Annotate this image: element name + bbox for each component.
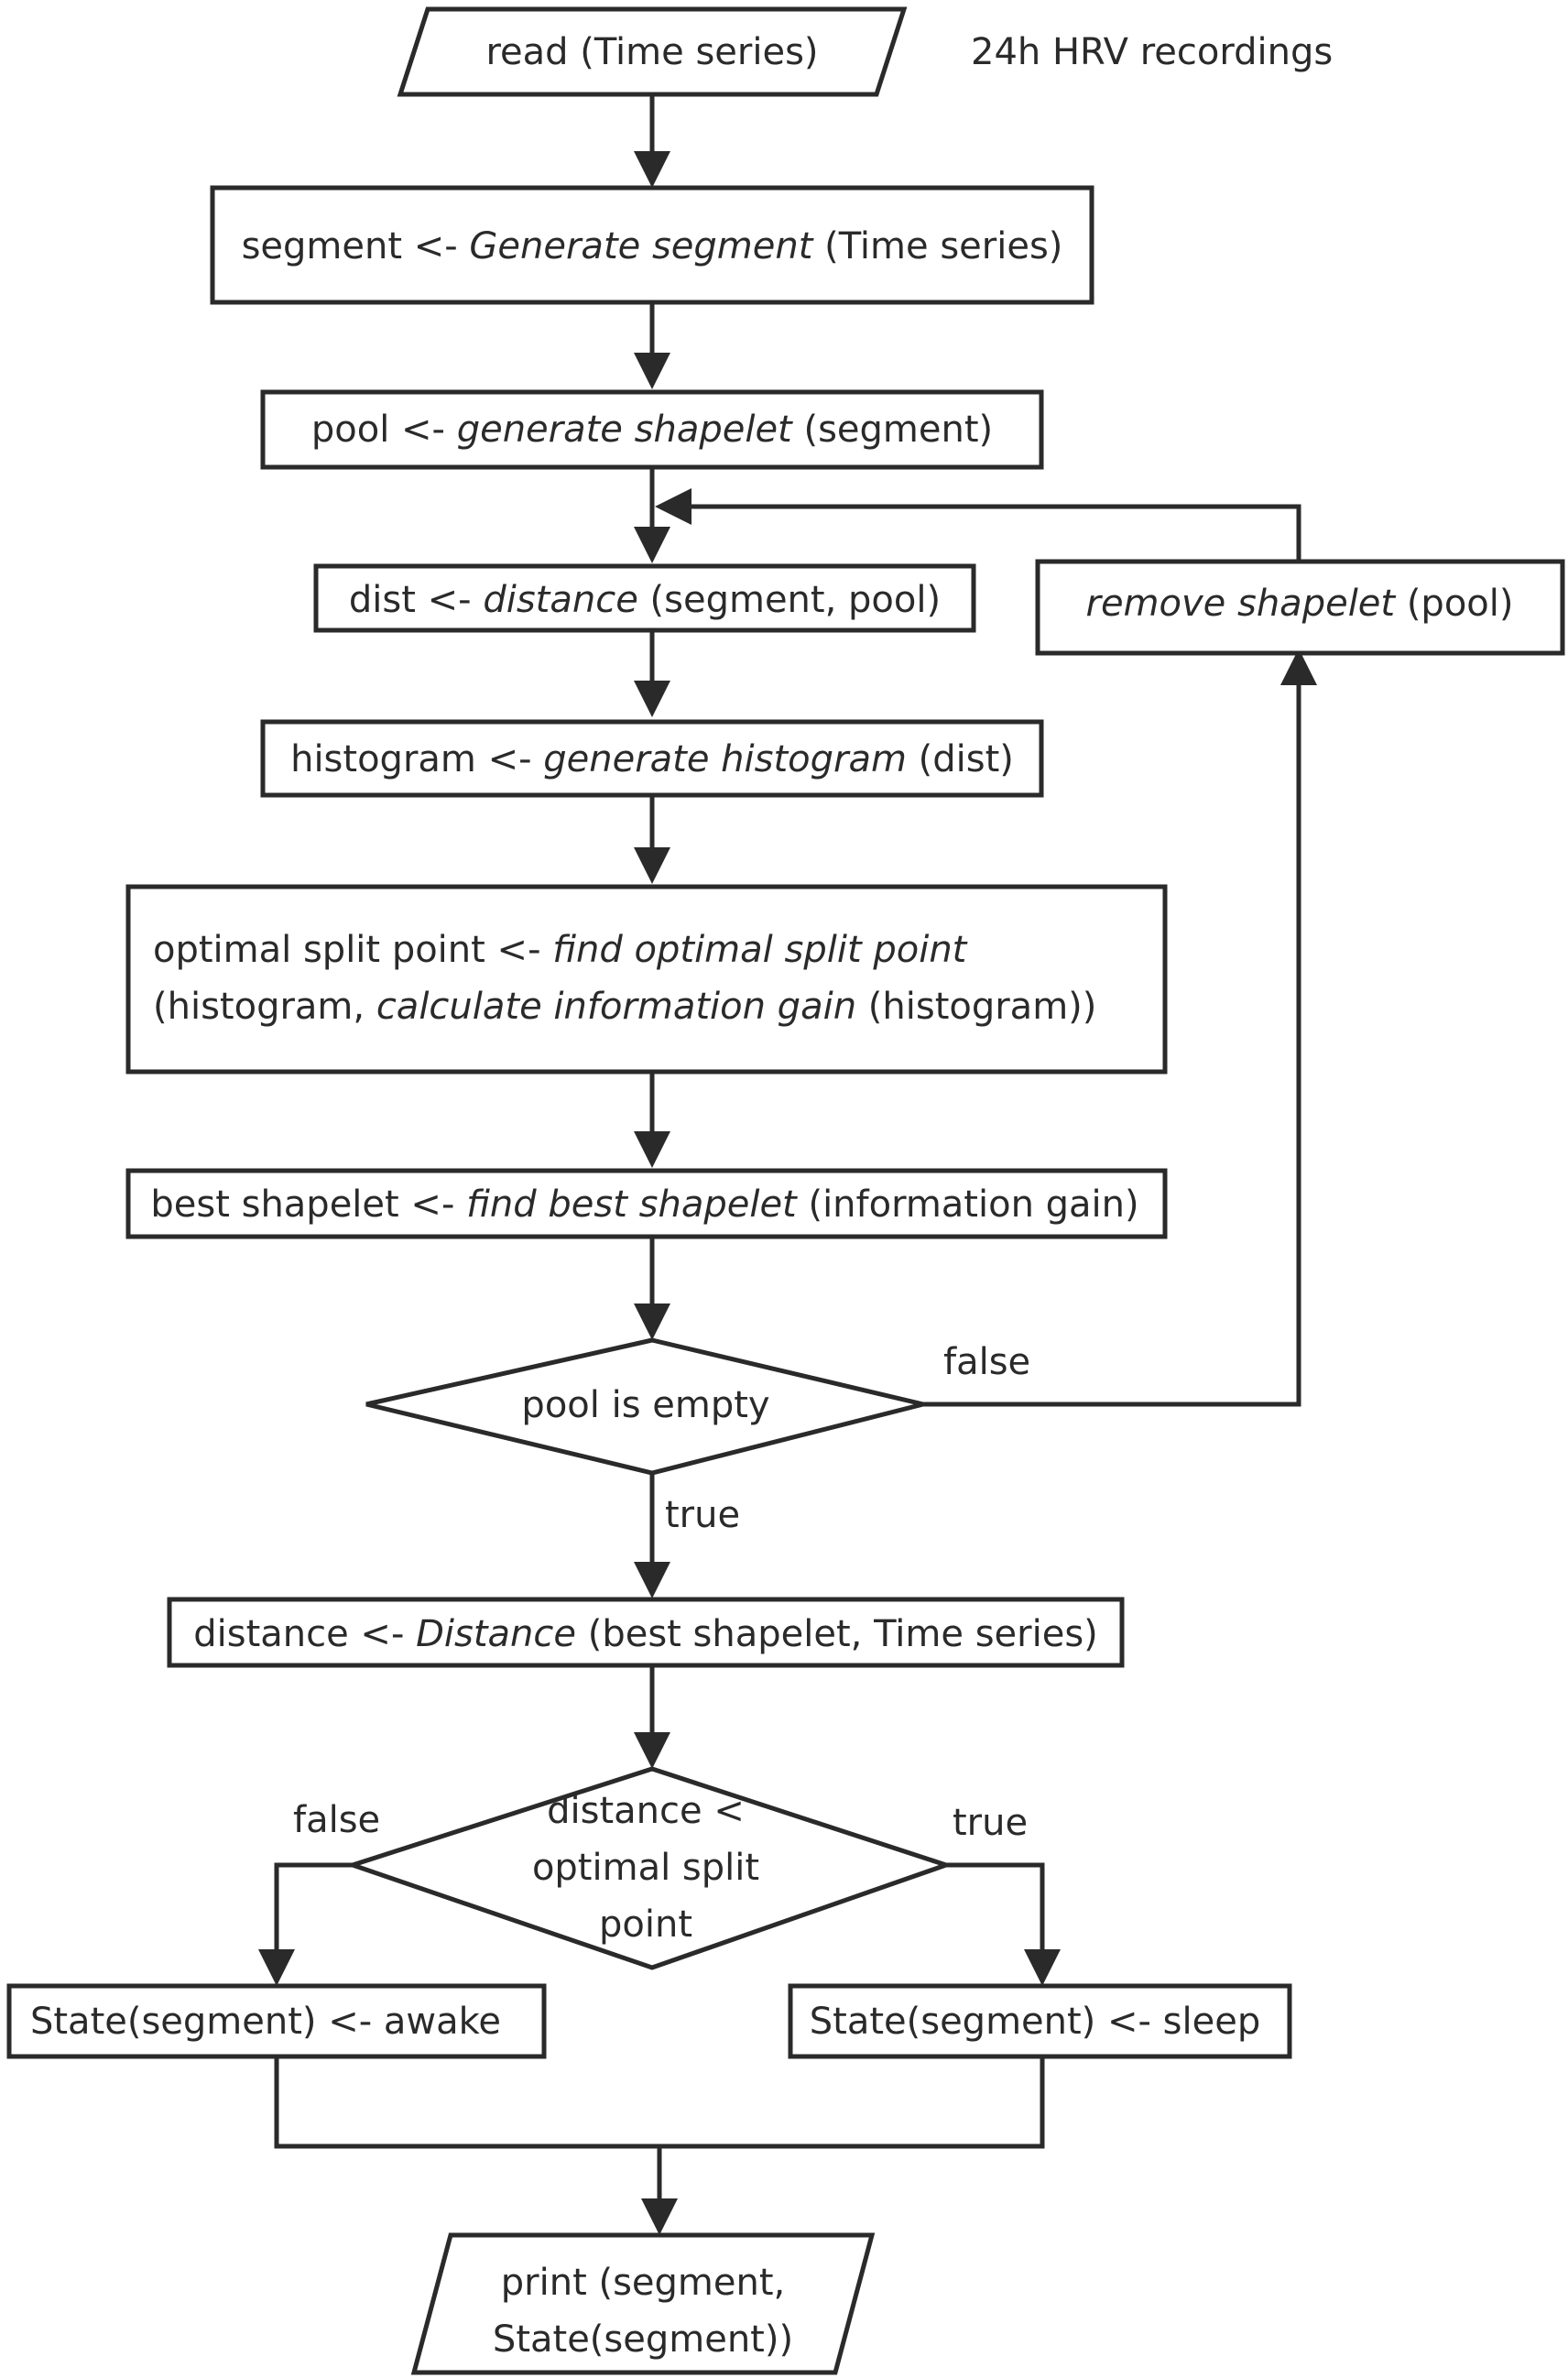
recordings-note: 24h HRV recordings — [971, 31, 1333, 73]
node-best-text: best shapelet <- find best shapelet (inf… — [150, 1184, 1138, 1226]
label-run: dist <- — [349, 579, 483, 621]
label-run: point — [599, 1903, 692, 1946]
label-run: State(segment) <- sleep — [810, 2001, 1260, 2043]
label-run: optimal split point <- — [153, 929, 552, 971]
node-pool: pool <- generate shapelet (segment) — [260, 389, 1044, 470]
node-distance: distance <- Distance (best shapelet, Tim… — [167, 1597, 1125, 1668]
node-awake-text: State(segment) <- awake — [30, 2001, 501, 2043]
edge-label-compare-true: true — [953, 1802, 1028, 1844]
label-italic-run: generate shapelet — [457, 409, 793, 451]
label-run: optimal split — [532, 1847, 759, 1889]
label-italic-run: find best shapelet — [466, 1184, 798, 1226]
label-run: (histogram, — [153, 986, 376, 1028]
label-run: (segment) — [792, 409, 993, 451]
edges: false true false true — [258, 94, 1317, 2235]
label-run: distance <- — [193, 1613, 416, 1655]
label-italic-run: distance — [483, 579, 638, 621]
edge-empty-to-remove — [923, 649, 1317, 1407]
node-remove: remove shapelet (pool) — [1035, 559, 1565, 656]
label-run: print (segment, — [501, 2262, 785, 2304]
label-run: histogram <- — [290, 738, 543, 780]
label-run: (information gain) — [797, 1184, 1139, 1226]
node-best: best shapelet <- find best shapelet (inf… — [125, 1168, 1168, 1239]
label-run: (histogram)) — [856, 986, 1096, 1028]
node-segment-text: segment <- Generate segment (Time series… — [242, 225, 1063, 267]
node-empty-text: pool is empty — [521, 1384, 769, 1426]
label-run: read (Time series) — [485, 31, 818, 73]
label-run: (Time series) — [812, 225, 1062, 267]
label-italic-run: generate histogram — [543, 738, 907, 780]
node-print: print (segment, State(segment)) — [410, 2232, 876, 2375]
edge-compare-to-sleep — [946, 1862, 1061, 1986]
node-segment: segment <- Generate segment (Time series… — [210, 185, 1094, 305]
node-histogram-text: histogram <- generate histogram (dist) — [290, 738, 1014, 780]
label-run: distance < — [547, 1790, 745, 1832]
label-run: State(segment)) — [493, 2318, 793, 2361]
node-split-text: optimal split point <- find optimal spli… — [153, 929, 1096, 1028]
node-pool-text: pool <- generate shapelet (segment) — [311, 409, 993, 451]
node-dist: dist <- distance (segment, pool) — [313, 563, 976, 633]
label-run: (dist) — [907, 738, 1014, 780]
label-run: (best shapelet, Time series) — [576, 1613, 1098, 1655]
label-italic-run: find optimal split point — [552, 929, 967, 971]
node-split: optimal split point <- find optimal spli… — [125, 884, 1168, 1074]
label-italic-run: calculate information gain — [376, 986, 856, 1028]
node-sleep: State(segment) <- sleep — [788, 1983, 1292, 2059]
label-italic-run: Generate segment — [469, 225, 813, 267]
edge-label-compare-false: false — [293, 1799, 380, 1841]
label-run: segment <- — [242, 225, 470, 267]
node-distance-text: distance <- Distance (best shapelet, Tim… — [193, 1613, 1098, 1655]
label-run: (pool) — [1395, 583, 1513, 625]
label-run: State(segment) <- awake — [30, 2001, 501, 2043]
label-italic-run: remove shapelet — [1086, 583, 1397, 625]
node-compare: distance < optimal split point — [345, 1766, 953, 1970]
edge-compare-to-awake — [258, 1862, 353, 1986]
node-awake: State(segment) <- awake — [6, 1983, 547, 2059]
edge-awake-to-merge — [274, 2056, 1045, 2149]
edge-label-empty-false: false — [943, 1341, 1030, 1383]
label-italic-run: Distance — [416, 1613, 576, 1655]
node-histogram: histogram <- generate histogram (dist) — [260, 719, 1044, 798]
node-dist-text: dist <- distance (segment, pool) — [349, 579, 941, 621]
label-run: best shapelet <- — [150, 1184, 466, 1226]
node-compare-text: distance < optimal split point — [532, 1790, 759, 1946]
node-read: read (Time series) — [397, 6, 908, 97]
node-print-text: print (segment, State(segment)) — [493, 2262, 793, 2361]
edge-remove-to-dist — [655, 488, 1301, 562]
label-run: (segment, pool) — [638, 579, 941, 621]
edge-label-empty-true: true — [665, 1494, 740, 1536]
node-sleep-text: State(segment) <- sleep — [810, 2001, 1260, 2043]
label-run: pool is empty — [521, 1384, 769, 1426]
label-run: pool <- — [311, 409, 457, 451]
node-read-text: read (Time series) — [485, 31, 818, 73]
node-empty: pool is empty — [365, 1337, 924, 1476]
node-remove-text: remove shapelet (pool) — [1086, 583, 1514, 625]
